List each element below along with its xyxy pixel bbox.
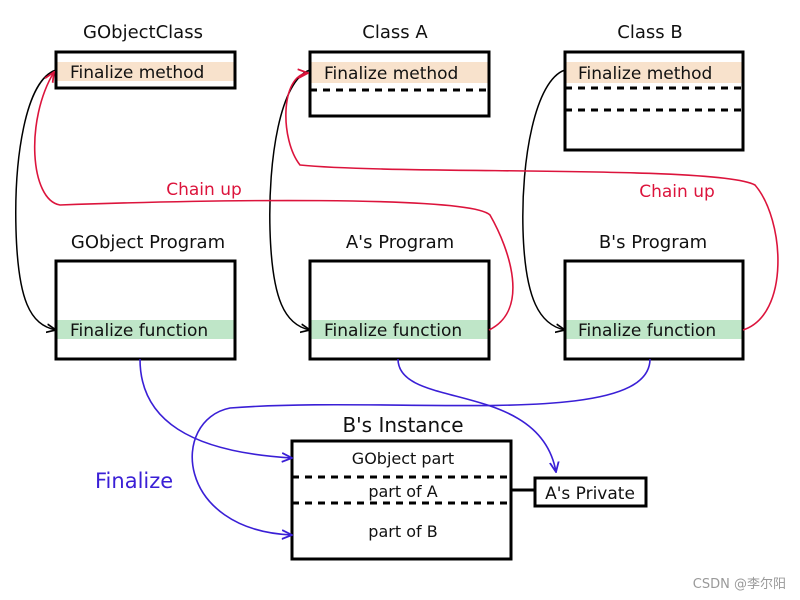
finalize-label: Finalize [95, 469, 173, 493]
instance-gobject-part: GObject part [352, 449, 454, 468]
class-b-method-label: Finalize method [578, 64, 712, 84]
class-a-method-label: Finalize method [324, 64, 458, 84]
b-program-frame [563, 259, 745, 361]
b-finalize-to-part-of-b-arrow [191, 358, 651, 535]
gobject-program-title: GObject Program [71, 232, 225, 253]
a-program-frame [308, 259, 491, 361]
gobject-class-box: GObjectClass Finalize method [54, 22, 237, 90]
b-instance-frame [290, 439, 513, 561]
class-a-frame [308, 50, 491, 118]
gobject-program-frame [54, 259, 237, 361]
class-b-frame [563, 50, 745, 152]
instance-part-of-a: part of A [368, 482, 437, 501]
chain-up-label-2: Chain up [639, 182, 715, 202]
gobject-program-function-highlight [56, 320, 235, 339]
b-program-function-label: Finalize function [578, 321, 716, 341]
a-finalize-to-a-private-arrow [397, 358, 556, 472]
b-program-box: B's Program Finalize function [563, 232, 745, 361]
class-b-title: Class B [617, 22, 682, 43]
a-program-box: A's Program Finalize function [308, 232, 491, 361]
gobject-class-title: GObjectClass [83, 22, 203, 43]
a-private-box: A's Private [533, 476, 648, 508]
a-function-chain-up-arrow [33, 72, 514, 331]
gobject-program-function-label: Finalize function [70, 321, 208, 341]
instance-part-of-b: part of B [368, 522, 437, 541]
class-a-title: Class A [362, 22, 428, 43]
b-program-function-highlight [565, 320, 743, 339]
b-instance-box: B's Instance GObject part part of A part… [290, 413, 513, 561]
b-method-to-function-arrow [522, 69, 565, 330]
a-private-label: A's Private [545, 484, 635, 504]
watermark-text: CSDN @李尔阳 [693, 577, 786, 592]
b-instance-title: B's Instance [342, 413, 463, 437]
class-b-method-highlight [565, 62, 743, 83]
b-function-chain-up-arrow [285, 73, 779, 331]
a-program-function-label: Finalize function [324, 321, 462, 341]
class-a-box: Class A Finalize method [308, 22, 491, 118]
class-b-box: Class B Finalize method [563, 22, 745, 152]
b-program-title: B's Program [599, 232, 707, 253]
class-a-method-highlight [310, 62, 489, 83]
gobject-method-to-function-arrow [15, 69, 56, 330]
gobject-class-method-highlight [56, 62, 235, 81]
a-program-function-highlight [310, 320, 489, 339]
a-private-frame [533, 476, 648, 508]
chain-up-label-1: Chain up [166, 180, 242, 200]
gobject-class-method-label: Finalize method [70, 63, 204, 83]
gobject-finalize-to-gobject-part-arrow [139, 358, 292, 458]
gobject-program-box: GObject Program Finalize function [54, 232, 237, 361]
a-program-title: A's Program [346, 232, 454, 253]
